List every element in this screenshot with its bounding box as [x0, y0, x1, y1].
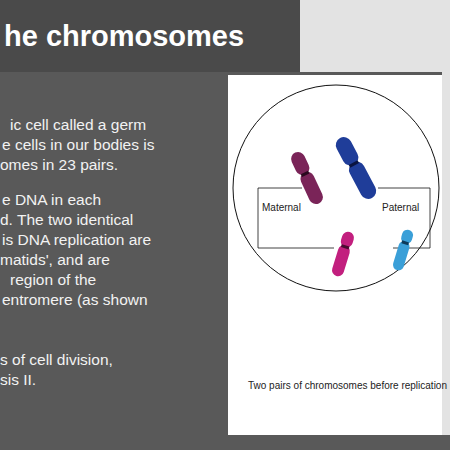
- figure-caption: Two pairs of chromosomes before replicat…: [248, 380, 447, 391]
- body-text-line: s of cell division,: [0, 351, 113, 369]
- chromosome-arm: [339, 230, 355, 249]
- body-text-line: sis II.: [0, 371, 36, 389]
- body-text-line: omes in 23 pairs.: [0, 156, 118, 174]
- chromosome-arm: [346, 159, 379, 202]
- slide-title: he chromosomes: [4, 20, 244, 53]
- paternal-short-chromosome: [392, 228, 415, 271]
- body-text-line: is DNA replication are: [2, 231, 151, 249]
- chromosome-arm: [298, 170, 325, 207]
- paternal-bracket: [378, 188, 430, 248]
- centromere: [401, 240, 409, 245]
- chromosome-arm: [392, 240, 411, 272]
- chromosome-arm: [400, 228, 415, 245]
- paternal-long-chromosome: [333, 134, 379, 202]
- body-text-line: ic cell called a germ: [10, 116, 146, 134]
- maternal-short-chromosome: [331, 230, 356, 277]
- body-text-line: matids', and are: [0, 251, 110, 269]
- chromosome-arm: [289, 150, 312, 178]
- cell-circle: Maternal Paternal: [232, 84, 440, 292]
- pair-label: Maternal: [262, 202, 301, 213]
- body-text-line: entromere (as shown: [2, 291, 148, 309]
- body-text-line: e DNA in each: [2, 191, 101, 209]
- chromosome-arm: [331, 244, 352, 278]
- pair-brackets: [258, 188, 430, 248]
- title-bar: [0, 0, 300, 72]
- chromosome-arm: [333, 134, 361, 168]
- body-text-line: e cells in our bodies is: [2, 136, 155, 154]
- maternal-long-chromosome: [289, 150, 325, 207]
- light-corner: [300, 0, 450, 72]
- centromere: [301, 171, 310, 177]
- cell-membrane: [233, 85, 439, 291]
- centromere: [349, 160, 359, 167]
- pair-label: Paternal: [382, 202, 419, 213]
- maternal-bracket: [258, 188, 334, 248]
- cell-outline: [232, 84, 440, 292]
- centromere: [341, 244, 350, 249]
- body-text-line: d. The two identical: [0, 211, 133, 229]
- body-text-line: region of the: [10, 271, 96, 289]
